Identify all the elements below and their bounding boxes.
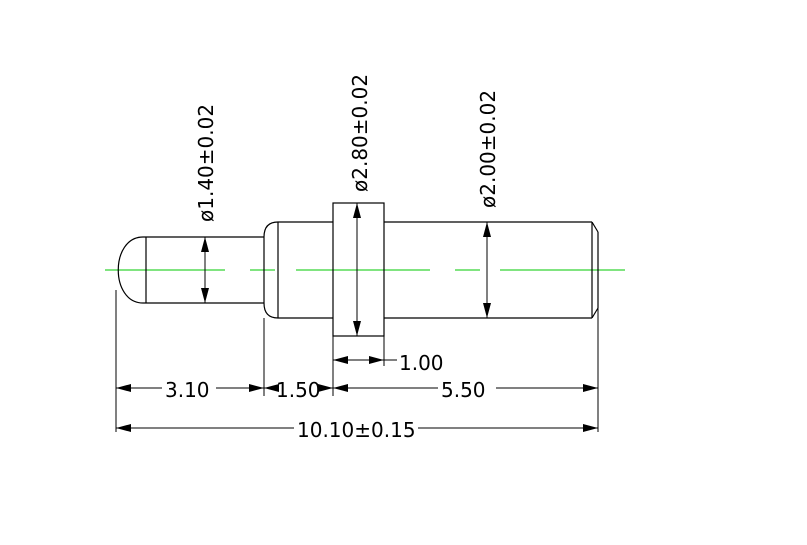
chain-dimension [116,384,598,392]
dia-collar-dimension [353,203,361,336]
dia-shaft-label: ø2.00±0.02 [476,90,500,208]
extension-lines [115,290,599,432]
len-collar-dimension [333,356,397,364]
len-collar-label: 1.00 [399,351,444,375]
dia-tip-label: ø1.40±0.02 [194,104,218,222]
len-shaft-label: 5.50 [441,378,486,402]
dia-shaft-dimension [483,222,491,318]
len-neck-label: 1.50 [276,378,321,402]
len-total-label: 10.10±0.15 [297,418,416,442]
len-tip-label: 3.10 [165,378,210,402]
dia-collar-label: ø2.80±0.02 [348,74,372,192]
pin-outline [117,202,599,337]
len-total-dimension [116,424,598,432]
dia-tip-dimension [201,237,209,303]
